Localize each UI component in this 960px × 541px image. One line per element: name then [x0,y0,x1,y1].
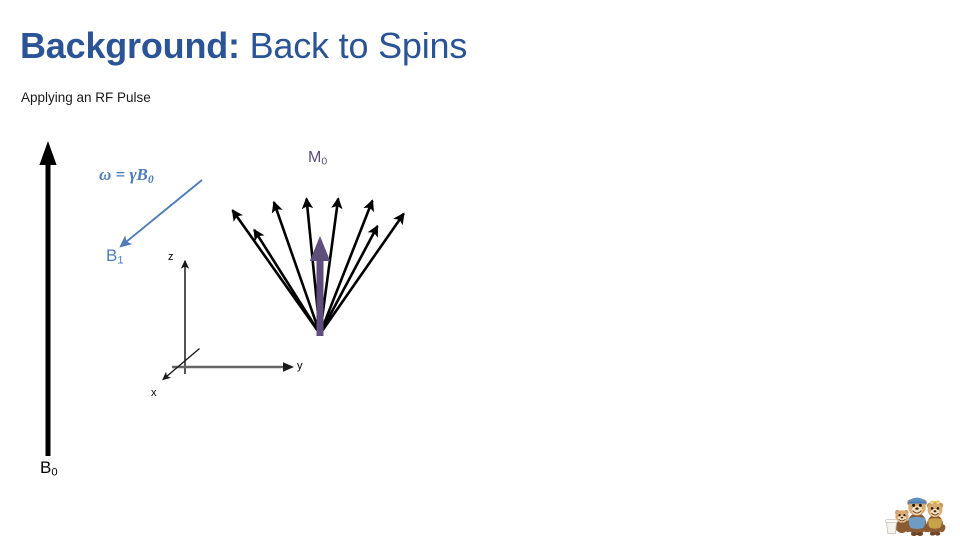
page-title-light: Back to Spins [239,25,468,66]
axis-x [162,347,200,381]
page-title: Background: Back to Spins [20,24,467,68]
b0-label: B0 [40,458,58,479]
b1-pulse-arrow [119,179,203,248]
m0-label: M0 [308,149,328,168]
spin-arrow [271,200,322,335]
coordinate-axes [162,259,294,381]
spin-arrow [318,224,379,335]
page-title-strong: Background: [20,25,240,66]
spin-arrow [253,228,322,335]
axis-x-label: x [151,387,157,399]
spin-arrow [318,212,405,335]
magnetization-arrow [309,236,331,336]
three-cartoon-bears-logo [884,486,950,536]
b1-label: B1 [106,246,124,267]
axis-y-label: y [297,360,303,372]
page-subtitle: Applying an RF Pulse [21,90,151,105]
mascot-svg [885,497,946,536]
mascot-bear-big [904,497,930,536]
b0-field-arrow [39,141,57,456]
mascot-bear-right [924,500,946,536]
spin-arrow [318,199,375,335]
spin-arrow [231,209,322,335]
larmor-equation-label: ω = γB0 [99,165,154,186]
axis-y [172,362,294,372]
axis-z-label: z [168,251,174,263]
mascot-honey-pot [885,519,899,534]
